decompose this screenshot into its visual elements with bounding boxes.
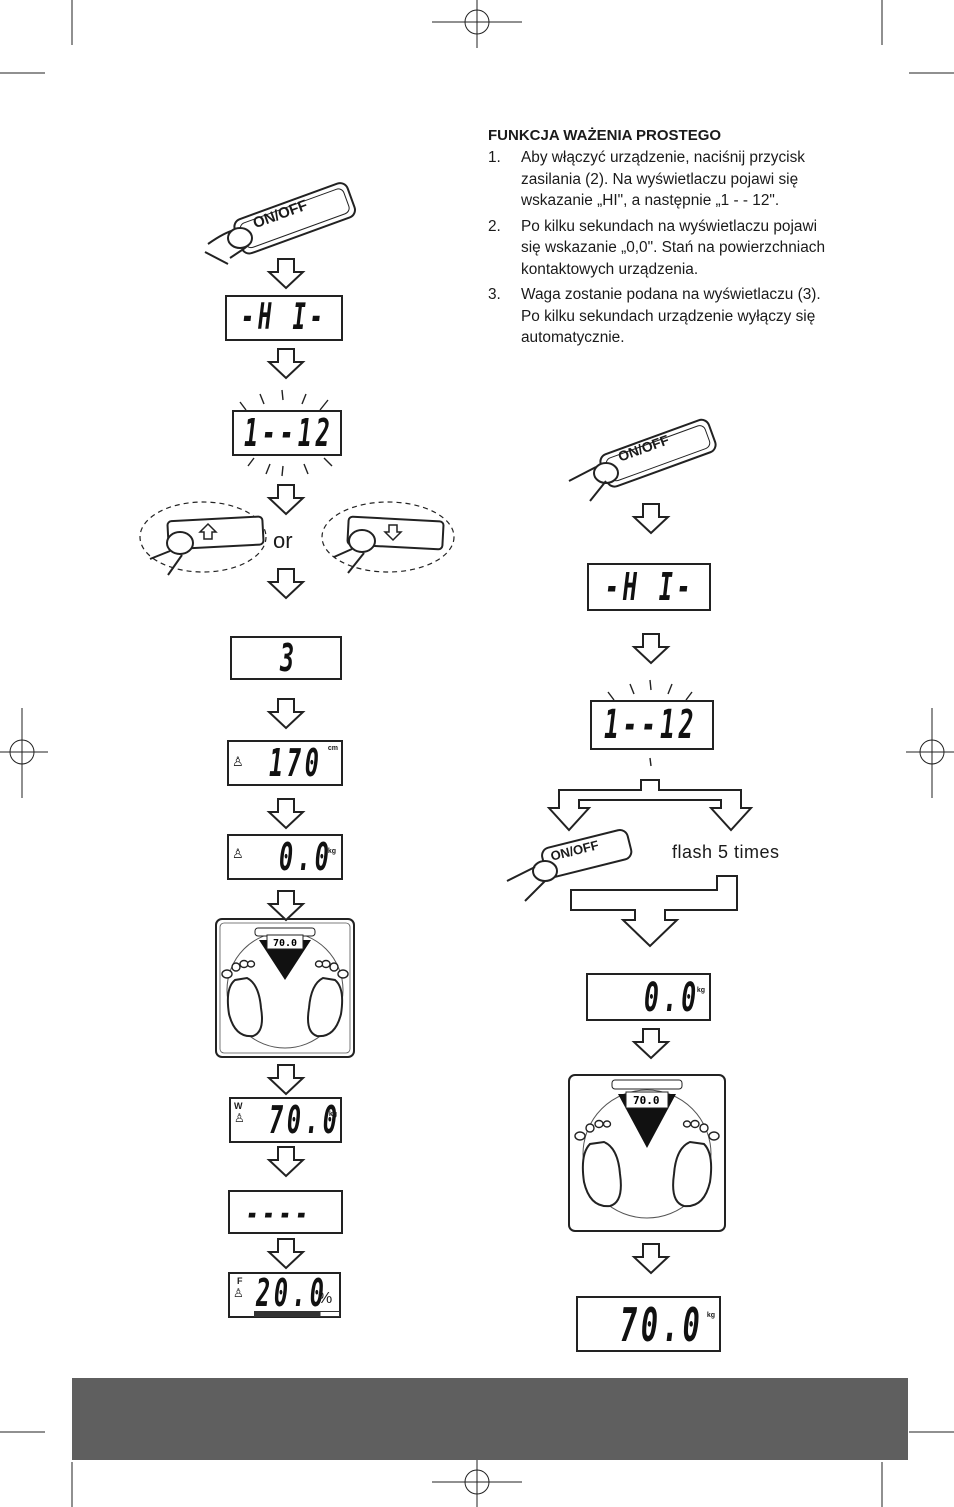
- up-down-buttons-illustration: [139, 501, 455, 576]
- lcd-display-dashes: ----: [228, 1190, 343, 1234]
- lcd-display-fat: F ♙ 20.0 %: [228, 1271, 341, 1318]
- lcd-display-hi: -H I-: [587, 563, 711, 611]
- section-title: FUNKCJA WAŻENIA PROSTEGO: [488, 127, 722, 144]
- fat-range-bar: [254, 1311, 340, 1317]
- instruction-list: 1.Aby włączyć urządzenie, naciśnij przyc…: [488, 147, 833, 353]
- branch-arrows: [546, 779, 754, 948]
- lcd-display-hi: -H I-: [225, 295, 343, 341]
- person-icon: ♙: [234, 1111, 245, 1125]
- footer-bar: [72, 1378, 908, 1460]
- body-scale-illustration: 70.0: [568, 1074, 726, 1232]
- lcd-display-selected: 3: [230, 636, 342, 680]
- scale-display-text: 70.0: [633, 1094, 660, 1107]
- flash-ticks-right: [607, 679, 693, 767]
- onoff-button-illustration: [568, 418, 717, 502]
- lcd-display-weight: W ♙ 70.0 kg: [229, 1097, 342, 1143]
- lcd-display-zero: ♙ 0.0 kg: [227, 834, 343, 880]
- or-label: or: [273, 528, 293, 553]
- lcd-display-zero: 0.0 kg: [586, 973, 711, 1021]
- lcd-display-weight: 70.0 kg: [576, 1296, 721, 1352]
- person-icon: ♙: [233, 1286, 244, 1300]
- list-item: 2.Po kilku sekundach na wyświetlaczu poj…: [488, 217, 826, 278]
- lcd-display-date: 1--12: [232, 410, 342, 456]
- right-flow-arrows: [631, 503, 671, 1274]
- person-icon: ♙: [232, 754, 244, 769]
- person-icon: ♙: [232, 846, 244, 861]
- onoff-button-illustration: [204, 182, 356, 265]
- body-scale-illustration: 70.0: [215, 918, 355, 1058]
- flash-label: flash 5 times: [672, 842, 780, 862]
- left-flow-arrows: [266, 258, 306, 1269]
- flash-ticks-left: [239, 389, 333, 477]
- list-item: 1.Aby włączyć urządzenie, naciśnij przyc…: [488, 149, 805, 209]
- scale-display-text: 70.0: [273, 938, 297, 949]
- onoff-button-illustration: [506, 829, 633, 902]
- lcd-display-date: 1--12: [590, 700, 714, 750]
- lcd-display-height: ♙ 170 cm: [227, 740, 343, 786]
- list-item: 3.Waga zostanie podana na wyświetlaczu (…: [488, 286, 821, 346]
